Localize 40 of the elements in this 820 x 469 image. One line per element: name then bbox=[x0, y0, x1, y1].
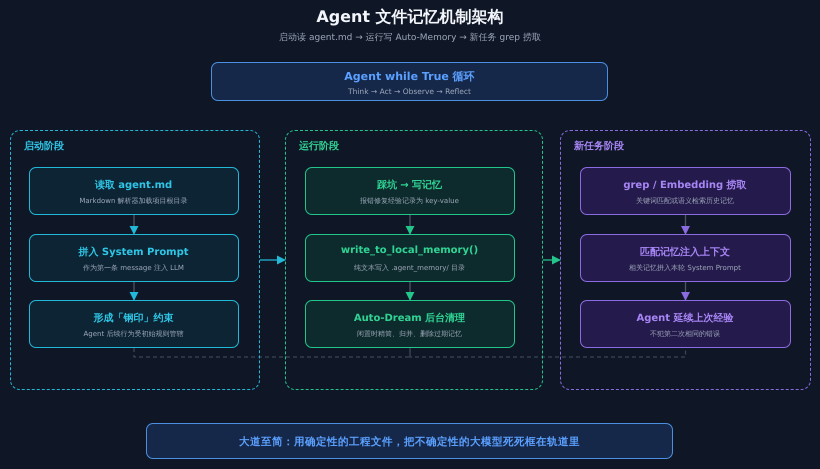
step-title: Agent while True 循环 bbox=[343, 69, 476, 84]
step-title: Agent 延续上次经验 bbox=[635, 312, 735, 324]
process-box bbox=[304, 300, 514, 348]
phase-panel bbox=[560, 130, 811, 390]
process-box bbox=[304, 166, 514, 214]
loop-box bbox=[211, 62, 608, 101]
process-box bbox=[580, 166, 790, 214]
step-title: 形成「钢印」约束 bbox=[92, 312, 174, 324]
summary-text: 大道至简：用确定性的工程文件，把不确定性的大模型死死框在轨道里 bbox=[238, 435, 581, 449]
phase-title: 新任务阶段 bbox=[574, 139, 625, 153]
arrow bbox=[129, 215, 139, 235]
diagram-title: Agent 文件记忆机制架构 bbox=[315, 7, 505, 28]
process-box bbox=[28, 300, 238, 348]
phase-panel bbox=[10, 130, 260, 390]
step-title: 读取 agent.md bbox=[94, 178, 174, 192]
arrow bbox=[405, 282, 415, 301]
dashed-connector bbox=[133, 348, 411, 358]
arrow bbox=[405, 215, 415, 235]
step-title: grep / Embedding 捞取 bbox=[622, 178, 748, 192]
step-title: Auto-Dream 后台清理 bbox=[352, 312, 466, 324]
arrow bbox=[680, 215, 690, 235]
arrow bbox=[543, 255, 561, 265]
arrow bbox=[129, 282, 139, 301]
arrow bbox=[680, 282, 690, 301]
process-box bbox=[580, 234, 790, 282]
process-box bbox=[304, 234, 514, 282]
step-title: 踩坑 → 写记忆 bbox=[376, 178, 444, 192]
process-box bbox=[28, 166, 238, 214]
step-title: 匹配记忆注入上下文 bbox=[639, 245, 731, 258]
step-title: write_to_local_memory() bbox=[340, 244, 480, 256]
dashed-connector bbox=[409, 348, 686, 358]
arrow bbox=[260, 255, 286, 265]
step-title: 拼入 System Prompt bbox=[77, 246, 190, 258]
summary-banner bbox=[146, 423, 673, 459]
process-box bbox=[28, 234, 238, 282]
phase-title: 启动阶段 bbox=[24, 139, 65, 153]
process-box bbox=[580, 300, 790, 348]
phase-panel bbox=[285, 130, 543, 390]
phase-title: 运行阶段 bbox=[299, 140, 340, 153]
subtitle: 启动读 agent.md → 运行写 Auto-Memory → 新任务 grep 捞取 bbox=[278, 32, 542, 44]
